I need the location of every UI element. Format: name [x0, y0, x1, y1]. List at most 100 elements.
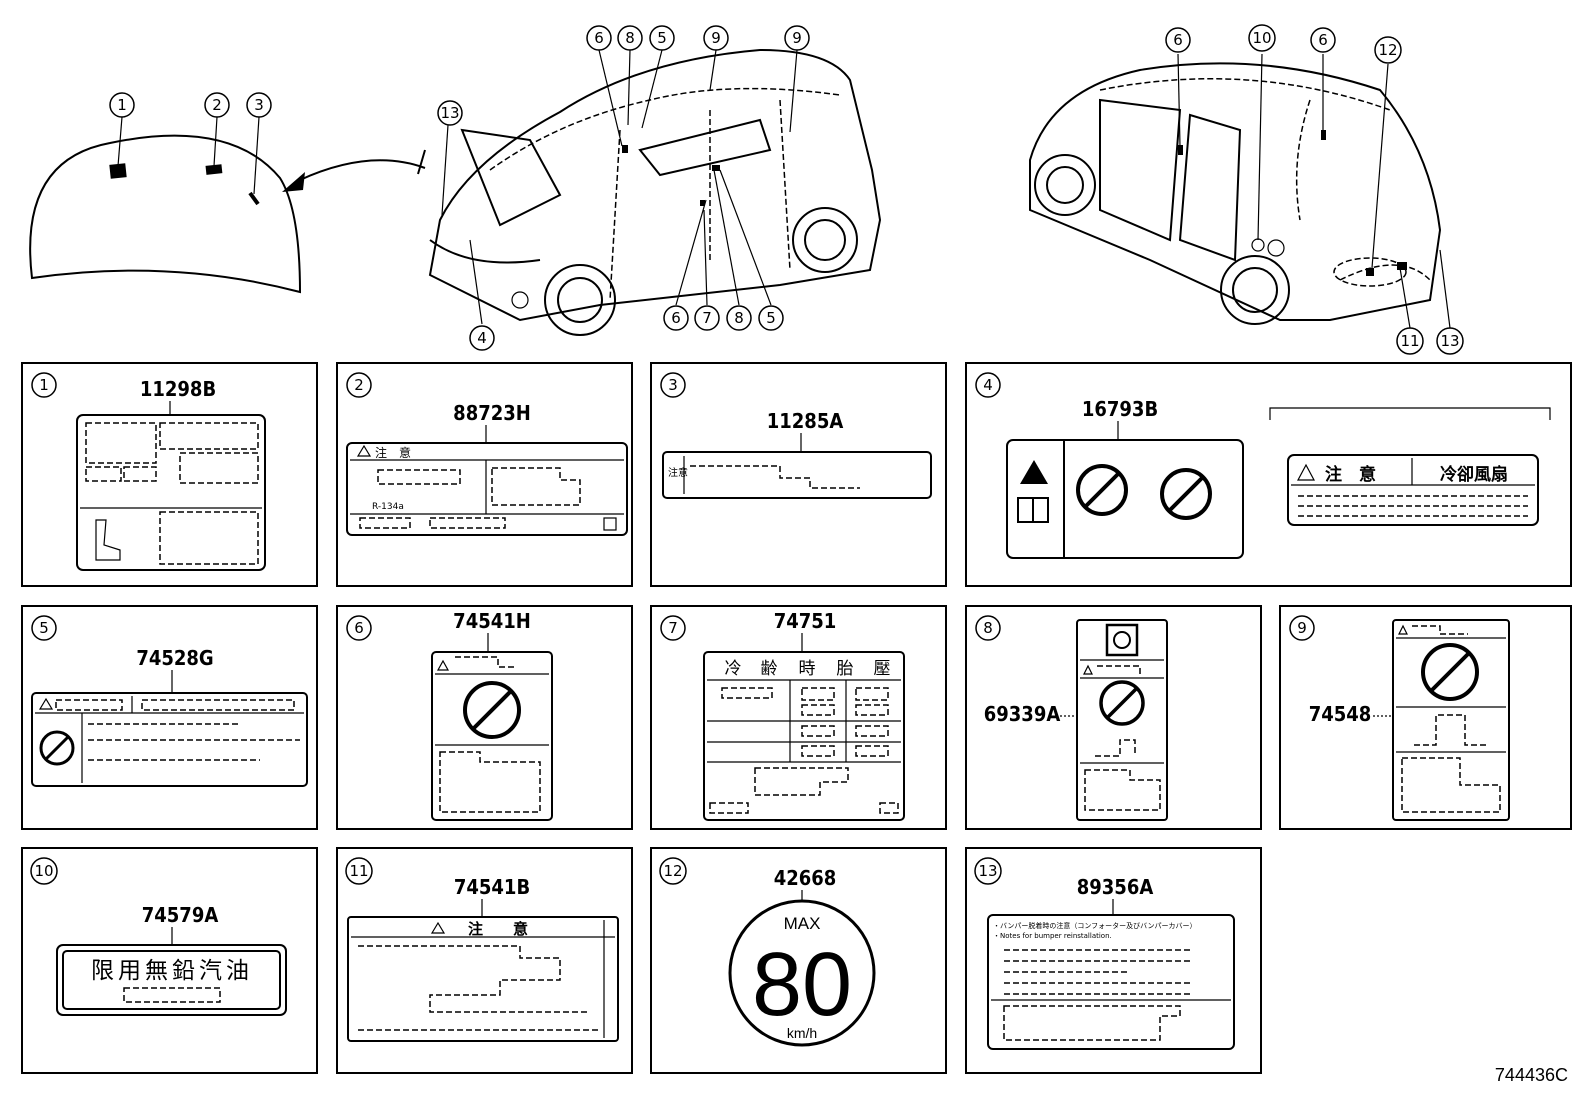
part-code: 88723H — [453, 401, 531, 425]
notice-line-1: ・バンパー脱着時の注意（コンフォーター及びバンパーカバー） — [993, 921, 1197, 930]
callout-6-rear-b: 6 — [1310, 27, 1336, 53]
tire-header-5: 壓 — [874, 659, 891, 679]
panel-13-number: 13 — [974, 857, 1002, 885]
panel-2-num-text: 2 — [354, 376, 364, 394]
panel-2-label: 88723H 注 意 R-134a — [346, 401, 628, 536]
callout-5-front-bottom: 5 — [758, 305, 784, 331]
callout-7-label: 7 — [702, 309, 712, 327]
callout-6-rear-a: 6 — [1165, 27, 1191, 53]
part-code: 89356A — [1077, 875, 1154, 899]
callout-4-label: 4 — [477, 329, 487, 347]
panel-11-number: 11 — [345, 857, 373, 885]
part-code: 74751 — [774, 609, 837, 633]
panel-11-label: 74541B 注 意 — [347, 875, 619, 1042]
part-code: 74541H — [453, 609, 531, 633]
speed-value-text: 80 — [752, 935, 852, 1035]
panel-1-number: 1 — [31, 372, 57, 398]
callout-3-label: 3 — [254, 96, 264, 114]
hood-drawing — [29, 116, 426, 294]
callout-10-label: 10 — [1252, 29, 1271, 47]
callout-6-label: 6 — [1173, 31, 1183, 49]
callout-5-label: 5 — [657, 29, 667, 47]
panel-3-label: 11285A 注意 — [662, 409, 932, 499]
callout-12-rear: 12 — [1374, 36, 1402, 64]
panel-8-num-text: 8 — [983, 619, 993, 637]
part-code: 74579A — [142, 903, 219, 927]
panel-10-number: 10 — [30, 857, 58, 885]
panel-3-number: 3 — [660, 372, 686, 398]
part-code: 74548 — [1309, 702, 1372, 726]
panel-4-label: 16793B 注 意 冷卻風扇 — [1006, 397, 1551, 559]
part-code: 42668 — [774, 866, 837, 890]
panel-1-num-text: 1 — [39, 376, 49, 394]
panel-12-label: 42668 MAX 80 km/h — [728, 866, 876, 1047]
panel-4-num-text: 4 — [983, 376, 993, 394]
unleaded-fuel-text: 限用無鉛汽油 — [91, 958, 253, 984]
callout-13-rear: 13 — [1436, 327, 1464, 355]
panel-9-num-text: 9 — [1297, 619, 1307, 637]
panel-7-label: 74751 冷 齢 時 胎 壓 — [703, 609, 905, 821]
panel-13-label: 89356A ・バンパー脱着時の注意（コンフォーター及びバンパーカバー） ・No… — [987, 875, 1235, 1050]
part-code: 11285A — [767, 409, 844, 433]
panel-3-num-text: 3 — [668, 376, 678, 394]
panel-9-number: 9 — [1289, 615, 1315, 641]
callout-9-label: 9 — [792, 29, 802, 47]
callout-12-label: 12 — [1378, 41, 1397, 59]
callout-11-rear: 11 — [1396, 327, 1424, 355]
callout-6-front-bottom: 6 — [663, 305, 689, 331]
caution-title: 注 意 — [468, 920, 528, 938]
callout-8-front-bottom: 8 — [726, 305, 752, 331]
panel-10-num-text: 10 — [34, 862, 53, 880]
callout-13-front: 13 — [437, 100, 463, 126]
part-code: 74528G — [136, 646, 213, 670]
callout-4-front: 4 — [469, 325, 495, 351]
panel-12-number: 12 — [659, 857, 687, 885]
callout-9-label: 9 — [711, 29, 721, 47]
panel-8-number: 8 — [975, 615, 1001, 641]
callout-6-front-top: 6 — [586, 25, 612, 51]
callout-9-front-a: 9 — [703, 25, 729, 51]
panel-numbers: 1 2 3 4 5 6 7 8 9 10 11 12 13 — [30, 372, 1315, 885]
callout-1: 1 — [109, 92, 135, 118]
callout-13-label: 13 — [1440, 332, 1459, 350]
panel-10-label: 74579A 限用無鉛汽油 — [56, 903, 287, 1016]
panel-11-num-text: 11 — [349, 862, 368, 880]
panel-12-num-text: 12 — [663, 862, 682, 880]
callout-7-front: 7 — [694, 305, 720, 331]
callout-5-label: 5 — [766, 309, 776, 327]
panel-7-num-text: 7 — [668, 619, 678, 637]
caution-title: 注 意 — [1325, 464, 1376, 485]
panel-1-label: 11298B — [76, 377, 266, 571]
panel-7-number: 7 — [660, 615, 686, 641]
tire-header-3: 時 — [799, 659, 816, 679]
panel-8-label: 69339A — [984, 619, 1168, 821]
callouts: 1 2 3 13 6 8 5 9 9 4 6 7 8 5 6 10 6 12 1… — [109, 24, 1464, 355]
callout-1-label: 1 — [117, 96, 127, 114]
panel-5-number: 5 — [31, 615, 57, 641]
callout-6-label: 6 — [594, 29, 604, 47]
panel-13-num-text: 13 — [978, 862, 997, 880]
refrigerant-text: R-134a — [372, 502, 404, 512]
part-code: 74541B — [454, 875, 530, 899]
callout-13-front-label: 13 — [440, 104, 459, 122]
callout-6-label: 6 — [1318, 31, 1328, 49]
callout-2-label: 2 — [212, 96, 222, 114]
caution-title: 注 意 — [375, 445, 411, 460]
callout-3: 3 — [246, 92, 272, 118]
panel-2-number: 2 — [346, 372, 372, 398]
panel-4-number: 4 — [975, 372, 1001, 398]
callout-5-front-top: 5 — [649, 25, 675, 51]
callout-8-label: 8 — [734, 309, 744, 327]
notice-line-2: ・Notes for bumper reinstallation. — [993, 932, 1112, 940]
speed-max-text: MAX — [784, 914, 821, 933]
front-car-drawing — [428, 48, 882, 336]
cooling-fan-text: 冷卻風扇 — [1440, 464, 1508, 485]
rear-car-drawing — [1029, 53, 1451, 329]
tire-header-4: 胎 — [837, 659, 854, 679]
panel-frames — [21, 362, 1572, 1074]
panel-9-label: 74548 — [1309, 619, 1510, 821]
panel-6-label: 74541H — [431, 609, 553, 821]
callout-2: 2 — [204, 92, 230, 118]
tire-header-1: 冷 — [725, 659, 742, 679]
panel-6-num-text: 6 — [354, 619, 364, 637]
